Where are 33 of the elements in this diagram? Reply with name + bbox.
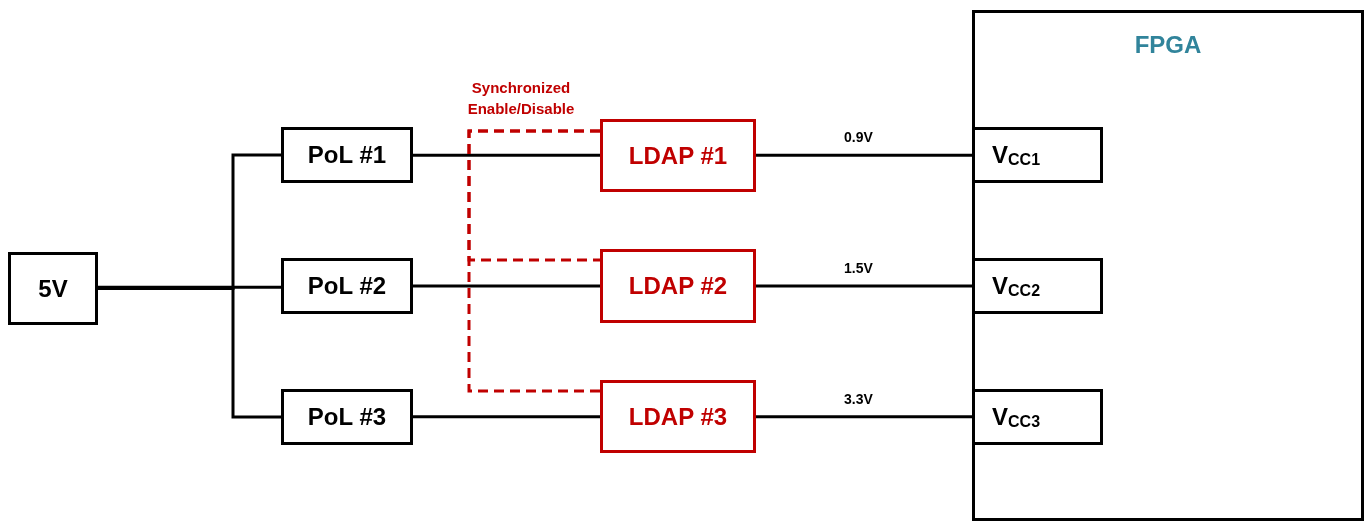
wire bbox=[98, 285, 281, 289]
regulator-box bbox=[281, 127, 413, 183]
wire bbox=[756, 284, 972, 288]
source-box bbox=[8, 252, 98, 325]
node-label: V$_{CC1}$ bbox=[992, 141, 1042, 169]
node-label: PoL #1 bbox=[306, 141, 388, 169]
pin-box bbox=[972, 127, 1103, 183]
wire bbox=[413, 284, 600, 288]
regulator-box bbox=[281, 389, 413, 445]
pin-box bbox=[972, 389, 1103, 445]
node-label: LDAP #2 bbox=[627, 272, 729, 300]
pin-box bbox=[972, 258, 1103, 314]
wire bbox=[756, 153, 972, 157]
regulator-box bbox=[281, 258, 413, 314]
node-label: V$_{CC3}$ bbox=[992, 403, 1042, 431]
note-label: Synchronized Enable/Disable bbox=[466, 78, 576, 119]
node-label: LDAP #3 bbox=[627, 402, 729, 431]
node-label: PoL #3 bbox=[306, 403, 388, 431]
regulator-box bbox=[600, 249, 756, 323]
node-label: FPGA bbox=[1133, 31, 1203, 59]
node-label: V$_{CC2}$ bbox=[992, 272, 1042, 300]
dashed-connector bbox=[467, 129, 600, 393]
node-label: PoL #2 bbox=[306, 272, 388, 300]
wire bbox=[413, 415, 600, 419]
regulator-box bbox=[600, 380, 756, 453]
wire bbox=[413, 153, 600, 157]
chip-box bbox=[972, 10, 1364, 521]
node-label: 5V bbox=[37, 274, 69, 303]
regulator-box bbox=[600, 119, 756, 192]
wire bbox=[98, 287, 281, 419]
node-label: LDAP #1 bbox=[627, 141, 729, 170]
edge-label: 1.5V bbox=[842, 260, 875, 276]
wire bbox=[756, 415, 972, 419]
